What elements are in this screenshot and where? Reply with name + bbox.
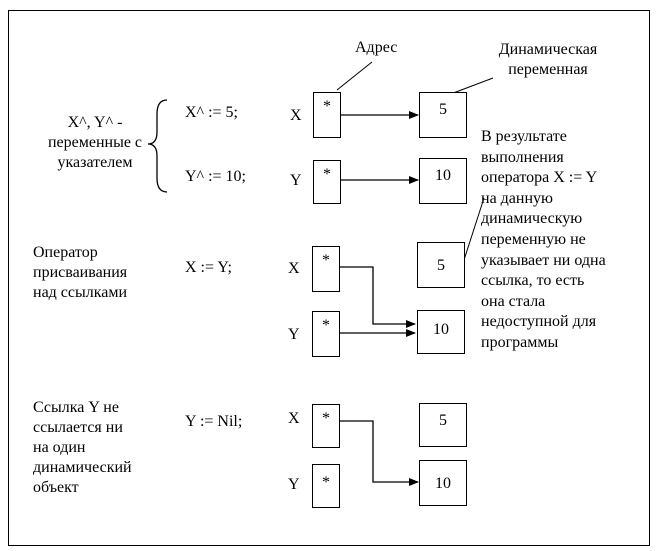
- row2-x-pointer-box: *: [312, 246, 340, 292]
- value-text: 5: [439, 101, 447, 118]
- row2-x-name: X: [288, 260, 300, 277]
- row1-x-pointer-box: *: [313, 92, 341, 138]
- row3-value-box-bottom: 10: [419, 460, 467, 506]
- note-callout-line: [463, 197, 485, 261]
- row1-y-pointer-box: *: [313, 160, 341, 204]
- value-text: 10: [435, 167, 451, 184]
- pointer-vars-label: X^, Y^ - переменные с указателем: [47, 114, 143, 171]
- dynamic-var-label: Динамическая переменная: [498, 41, 598, 78]
- pointer-star: *: [322, 317, 330, 334]
- row1-y-name: Y: [290, 172, 302, 189]
- assign-op-label: Оператор присваивания над ссылками: [33, 244, 128, 301]
- row1-x-name: X: [290, 107, 302, 124]
- row2-y-name: Y: [288, 326, 300, 343]
- row3-x-arrow: [339, 420, 419, 486]
- code-y-assign: Y^ := 10;: [185, 168, 246, 185]
- code-x-assign: X^ := 5;: [185, 104, 238, 121]
- row3-y-pointer-box: *: [312, 464, 340, 508]
- pointer-star: *: [322, 410, 330, 427]
- code-y-nil: Y := Nil;: [185, 413, 243, 430]
- pointer-star: *: [323, 98, 331, 115]
- pointer-star: *: [322, 252, 330, 269]
- row2-value-box-bottom: 10: [417, 310, 465, 354]
- diagram-frame: [8, 10, 650, 546]
- row3-x-pointer-box: *: [312, 404, 340, 448]
- pointer-star: *: [323, 166, 331, 183]
- nil-desc-label: Ссылка Y не ссылается ни на один динамич…: [33, 399, 132, 496]
- row3-x-name: X: [288, 410, 300, 427]
- value-text: 5: [439, 412, 447, 429]
- note-text: В результате выполнения оператора X := Y…: [481, 128, 606, 351]
- value-text: 10: [435, 475, 451, 492]
- code-x-eq-y: X := Y;: [185, 259, 232, 276]
- row3-y-name: Y: [288, 476, 300, 493]
- row1-value-box-bottom: 10: [419, 158, 467, 204]
- row1-value-box-top: 5: [419, 92, 467, 138]
- address-callout-line: [336, 61, 373, 91]
- value-text: 5: [437, 257, 445, 274]
- pointer-star: *: [322, 474, 330, 491]
- value-text: 10: [433, 321, 449, 338]
- row2-x-arrow: [339, 266, 416, 328]
- brace: [147, 99, 168, 193]
- address-label: Адрес: [355, 39, 398, 56]
- row2-y-pointer-box: *: [312, 311, 340, 357]
- row3-value-box-top: 5: [419, 403, 467, 447]
- row2-value-box-top: 5: [417, 242, 465, 288]
